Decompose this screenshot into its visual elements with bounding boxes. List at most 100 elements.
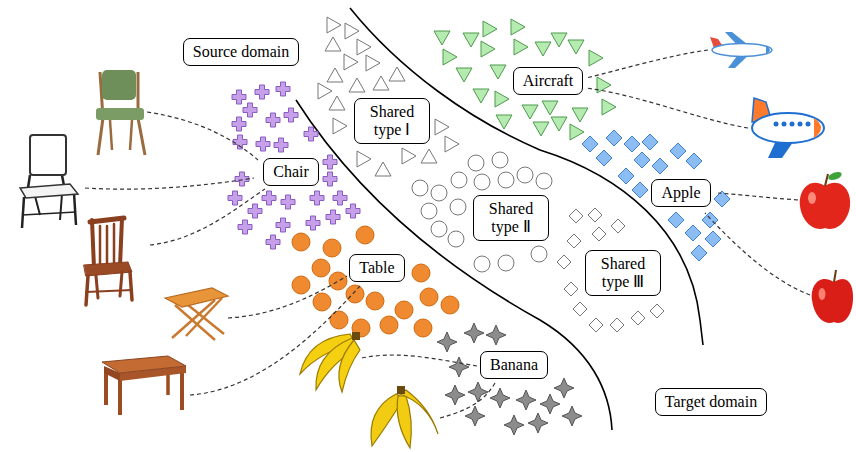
triangle-marker	[551, 33, 567, 47]
triangle-marker	[490, 65, 506, 79]
cross-marker	[232, 117, 246, 131]
label-text: Chair	[273, 163, 309, 181]
diamond-marker	[557, 255, 571, 269]
triangle-marker	[572, 108, 588, 122]
circle-marker	[441, 296, 459, 314]
domain-boundary	[350, 8, 703, 345]
triangle-marker	[535, 42, 551, 56]
cross-marker	[248, 204, 262, 218]
triangle-marker	[318, 83, 332, 99]
chair-illustration	[110, 120, 112, 150]
cross-marker	[256, 137, 270, 151]
diamond-marker	[610, 318, 624, 332]
circle-marker	[356, 226, 374, 244]
star-marker	[528, 413, 548, 433]
label-text: Aircraft	[523, 72, 574, 90]
chair-illustration	[106, 226, 109, 264]
leader-line	[150, 189, 265, 245]
cross-marker	[310, 191, 324, 205]
label-text: Banana	[490, 356, 538, 374]
leader-line	[85, 50, 810, 418]
triangle-marker	[357, 39, 371, 55]
diamond-marker	[702, 212, 718, 228]
circle-marker	[474, 174, 490, 190]
diamond-marker	[686, 153, 702, 169]
triangle-marker	[589, 50, 603, 66]
cross-marker	[326, 210, 340, 224]
label-box: Source domain	[183, 38, 299, 66]
triangle-marker	[327, 68, 343, 82]
label-box: Table	[349, 254, 404, 282]
diamond-marker	[624, 136, 640, 152]
triangle-marker	[514, 39, 528, 55]
triangle-marker	[456, 68, 472, 82]
chair-illustration	[90, 218, 124, 222]
cross-marker	[266, 235, 280, 249]
triangle-marker	[463, 33, 479, 47]
cross-marker	[243, 103, 257, 117]
circle-marker	[313, 293, 331, 311]
cross-marker	[304, 127, 318, 141]
label-box: Target domain	[655, 388, 767, 416]
banana-illustration	[400, 390, 438, 434]
leader-line	[440, 383, 495, 418]
label-box: Chair	[263, 158, 319, 186]
apple-illustration	[834, 270, 836, 282]
leader-line	[586, 50, 708, 78]
circle-marker	[431, 221, 447, 237]
chair-illustration	[86, 290, 132, 292]
leader-line	[586, 88, 748, 128]
diamond-marker	[631, 311, 645, 325]
star-marker	[464, 323, 484, 343]
aircraft-illustration	[798, 122, 803, 127]
cross-marker	[346, 204, 360, 218]
circle-marker	[474, 256, 490, 272]
cross-marker	[323, 155, 337, 169]
cross-marker	[281, 195, 295, 209]
circle-marker	[380, 316, 398, 334]
triangle-marker	[435, 119, 449, 135]
triangle-marker	[551, 117, 567, 131]
chair-illustration	[22, 197, 24, 228]
cross-marker	[266, 113, 280, 127]
leader-line	[362, 355, 477, 366]
diamond-marker	[611, 219, 625, 233]
cross-marker	[333, 191, 347, 205]
circle-marker	[330, 311, 348, 329]
leader-line	[147, 112, 258, 160]
domain-boundary	[296, 8, 703, 430]
apple-illustration	[812, 279, 853, 323]
chair-illustration	[96, 70, 145, 155]
chair-illustration	[20, 135, 78, 228]
star-marker	[562, 406, 582, 426]
aircraft-illustration	[806, 122, 811, 127]
label-box: Apple	[651, 179, 710, 207]
diamond-marker	[567, 234, 581, 248]
chair-illustration	[138, 118, 145, 155]
diamond-marker	[642, 134, 658, 150]
diamond-marker	[670, 143, 686, 159]
chair-illustration	[130, 272, 132, 300]
triangle-marker	[327, 17, 341, 33]
label-text: Shared type Ⅱ	[483, 200, 539, 237]
triangle-marker	[349, 78, 365, 92]
apple-illustration	[812, 270, 853, 323]
diamond-marker	[685, 225, 701, 241]
triangle-marker	[402, 148, 416, 164]
banana-illustration	[397, 386, 405, 394]
apple-illustration	[825, 174, 828, 186]
chair-illustration	[92, 220, 94, 268]
label-box: Shared type Ⅰ	[354, 98, 430, 145]
diamond-marker	[606, 130, 622, 146]
label-box: Shared type Ⅲ	[585, 250, 661, 297]
star-marker	[445, 385, 465, 405]
circle-marker	[292, 233, 310, 251]
label-text: Shared type Ⅲ	[595, 255, 651, 292]
leader-line	[705, 213, 810, 295]
triangle-marker	[329, 96, 345, 110]
cross-marker	[323, 172, 337, 186]
diamond-marker	[691, 245, 707, 261]
leader-line	[228, 276, 347, 318]
circle-marker	[448, 231, 464, 247]
apple-illustration	[800, 170, 850, 229]
